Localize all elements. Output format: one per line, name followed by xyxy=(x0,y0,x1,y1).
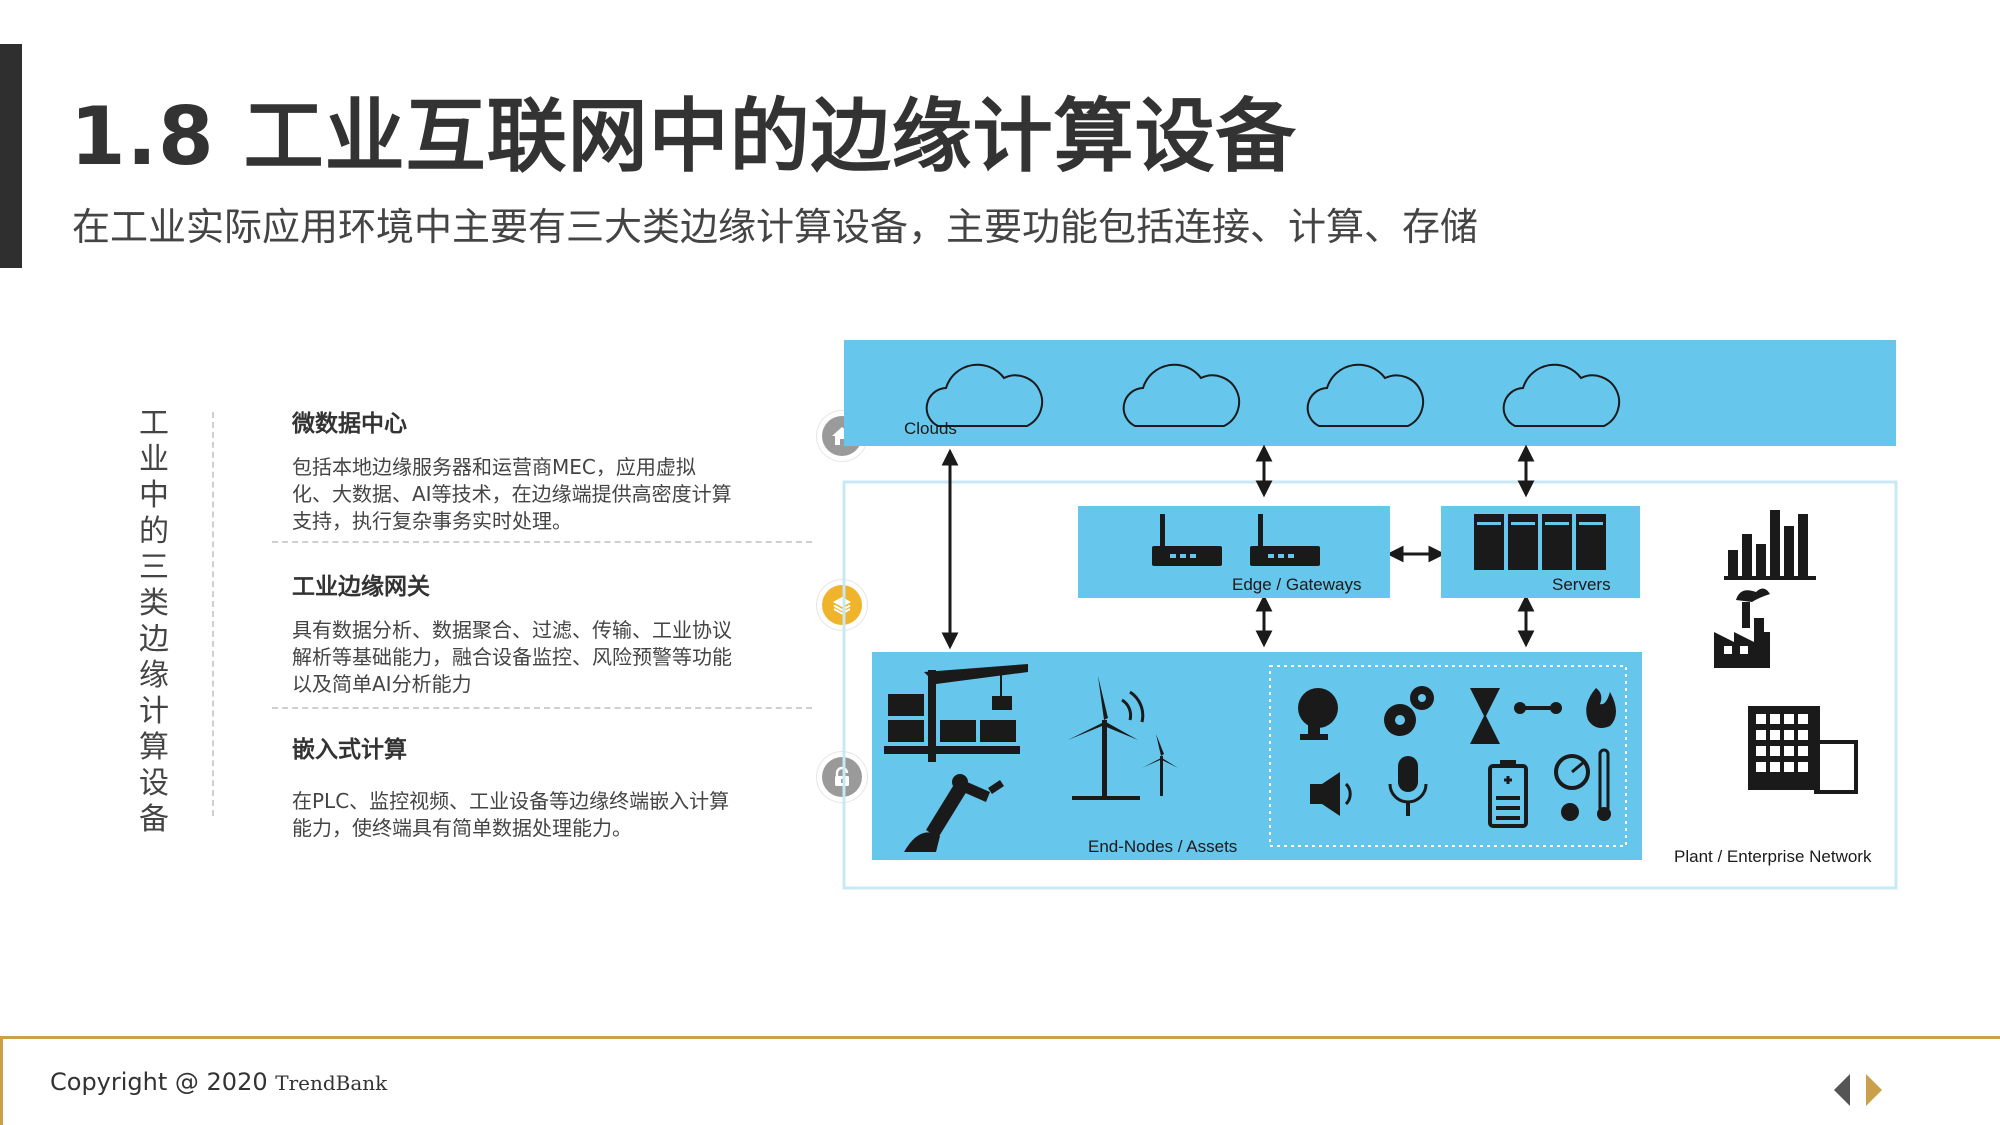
vertical-char: 缘 xyxy=(139,658,169,693)
cloud-icon xyxy=(925,363,1044,427)
previous-slide-button[interactable] xyxy=(1834,1074,1850,1106)
cloud-band: Clouds xyxy=(844,340,1896,446)
vertical-char: 设 xyxy=(139,766,169,801)
speaker-icon xyxy=(1310,772,1352,816)
robot-arm-icon xyxy=(904,774,1004,852)
page-subtitle: 在工业实际应用环境中主要有三大类边缘计算设备，主要功能包括连接、计算、存储 xyxy=(72,205,1479,249)
vertical-char: 中 xyxy=(139,478,169,513)
edge-gateways-label: Edge / Gateways xyxy=(1232,575,1361,594)
vertical-char: 类 xyxy=(139,586,169,621)
clouds-label: Clouds xyxy=(904,419,957,438)
vertical-char: 的 xyxy=(139,514,169,549)
router-icon xyxy=(1250,514,1320,566)
category-embedded-computing: 嵌入式计算 在PLC、监控视频、工业设备等边缘终端嵌入计算能力，使终端具有简单数… xyxy=(292,730,772,842)
page-title: 1.8 工业互联网中的边缘计算设备 xyxy=(70,90,1297,183)
end-nodes-box: End-Nodes / Assets xyxy=(872,652,1642,860)
category-divider xyxy=(272,707,812,709)
hourglass-icon xyxy=(1470,688,1500,744)
enterprise-frame xyxy=(842,480,1898,890)
edge-computing-diagram: Clouds Edge / Gateways Servers xyxy=(842,340,1898,890)
category-edge-gateway: 工业边缘网关 具有数据分析、数据聚合、过滤、传输、工业协议解析等基础能力，融合设… xyxy=(292,567,772,698)
cloud-icon xyxy=(1122,363,1241,427)
lock-icon xyxy=(822,757,862,797)
cloud-icon xyxy=(1306,363,1425,427)
microphone-icon xyxy=(1388,756,1428,816)
cloud-icon xyxy=(1502,363,1621,427)
vertical-char: 计 xyxy=(139,694,169,729)
factory-icon xyxy=(1714,588,1770,668)
plant-network-label: Plant / Enterprise Network xyxy=(1674,847,1872,866)
edge-gateways-box: Edge / Gateways xyxy=(1078,506,1390,598)
gauge-thermometer-icon xyxy=(1554,748,1611,821)
end-nodes-label: End-Nodes / Assets xyxy=(1088,837,1237,856)
router-icon xyxy=(1152,514,1222,566)
vertical-char: 业 xyxy=(139,442,169,477)
vertical-section-title: 工 业 中 的 三 类 边 缘 计 算 设 备 xyxy=(136,406,172,838)
next-slide-button[interactable] xyxy=(1866,1074,1882,1106)
servers-label: Servers xyxy=(1552,575,1611,594)
layers-icon xyxy=(822,585,862,625)
category-description: 包括本地边缘服务器和运营商MEC，应用虚拟化、大数据、AI等技术，在边缘端提供高… xyxy=(292,455,732,533)
vertical-char: 工 xyxy=(139,406,169,441)
category-description: 具有数据分析、数据聚合、过滤、传输、工业协议解析等基础能力，融合设备监控、风险预… xyxy=(292,618,732,696)
vertical-char: 三 xyxy=(139,550,169,585)
copyright: Copyright @ 2020 TrendBank xyxy=(50,1068,387,1096)
brand-name: TrendBank xyxy=(275,1071,388,1095)
category-title: 工业边缘网关 xyxy=(292,574,430,600)
crane-icon xyxy=(884,664,1028,762)
servers-box: Servers xyxy=(1441,506,1640,598)
network-nodes-icon xyxy=(1514,702,1562,714)
gears-icon xyxy=(1384,686,1434,736)
plant-icons xyxy=(1714,510,1858,794)
flame-icon xyxy=(1586,688,1616,728)
category-title: 嵌入式计算 xyxy=(292,737,407,763)
category-micro-datacenter: 微数据中心 包括本地边缘服务器和运营商MEC，应用虚拟化、大数据、AI等技术，在… xyxy=(292,404,772,535)
vertical-char: 边 xyxy=(139,622,169,657)
title-accent-bar xyxy=(0,44,22,268)
category-description: 在PLC、监控视频、工业设备等边缘终端嵌入计算能力，使终端具有简单数据处理能力。 xyxy=(292,789,730,840)
category-divider xyxy=(272,541,812,543)
bar-chart-icon xyxy=(1724,510,1816,580)
camera-icon xyxy=(1298,688,1338,740)
footer-divider xyxy=(0,1036,2000,1039)
footer-accent xyxy=(0,1036,3,1125)
copyright-text: Copyright @ 2020 xyxy=(50,1068,268,1096)
vertical-divider xyxy=(212,412,214,816)
battery-icon xyxy=(1488,760,1528,828)
vertical-char: 算 xyxy=(139,730,169,765)
wind-turbine-icon xyxy=(1068,676,1178,800)
connection-arrows xyxy=(941,444,1535,650)
vertical-char: 备 xyxy=(139,802,169,837)
category-title: 微数据中心 xyxy=(292,411,407,437)
